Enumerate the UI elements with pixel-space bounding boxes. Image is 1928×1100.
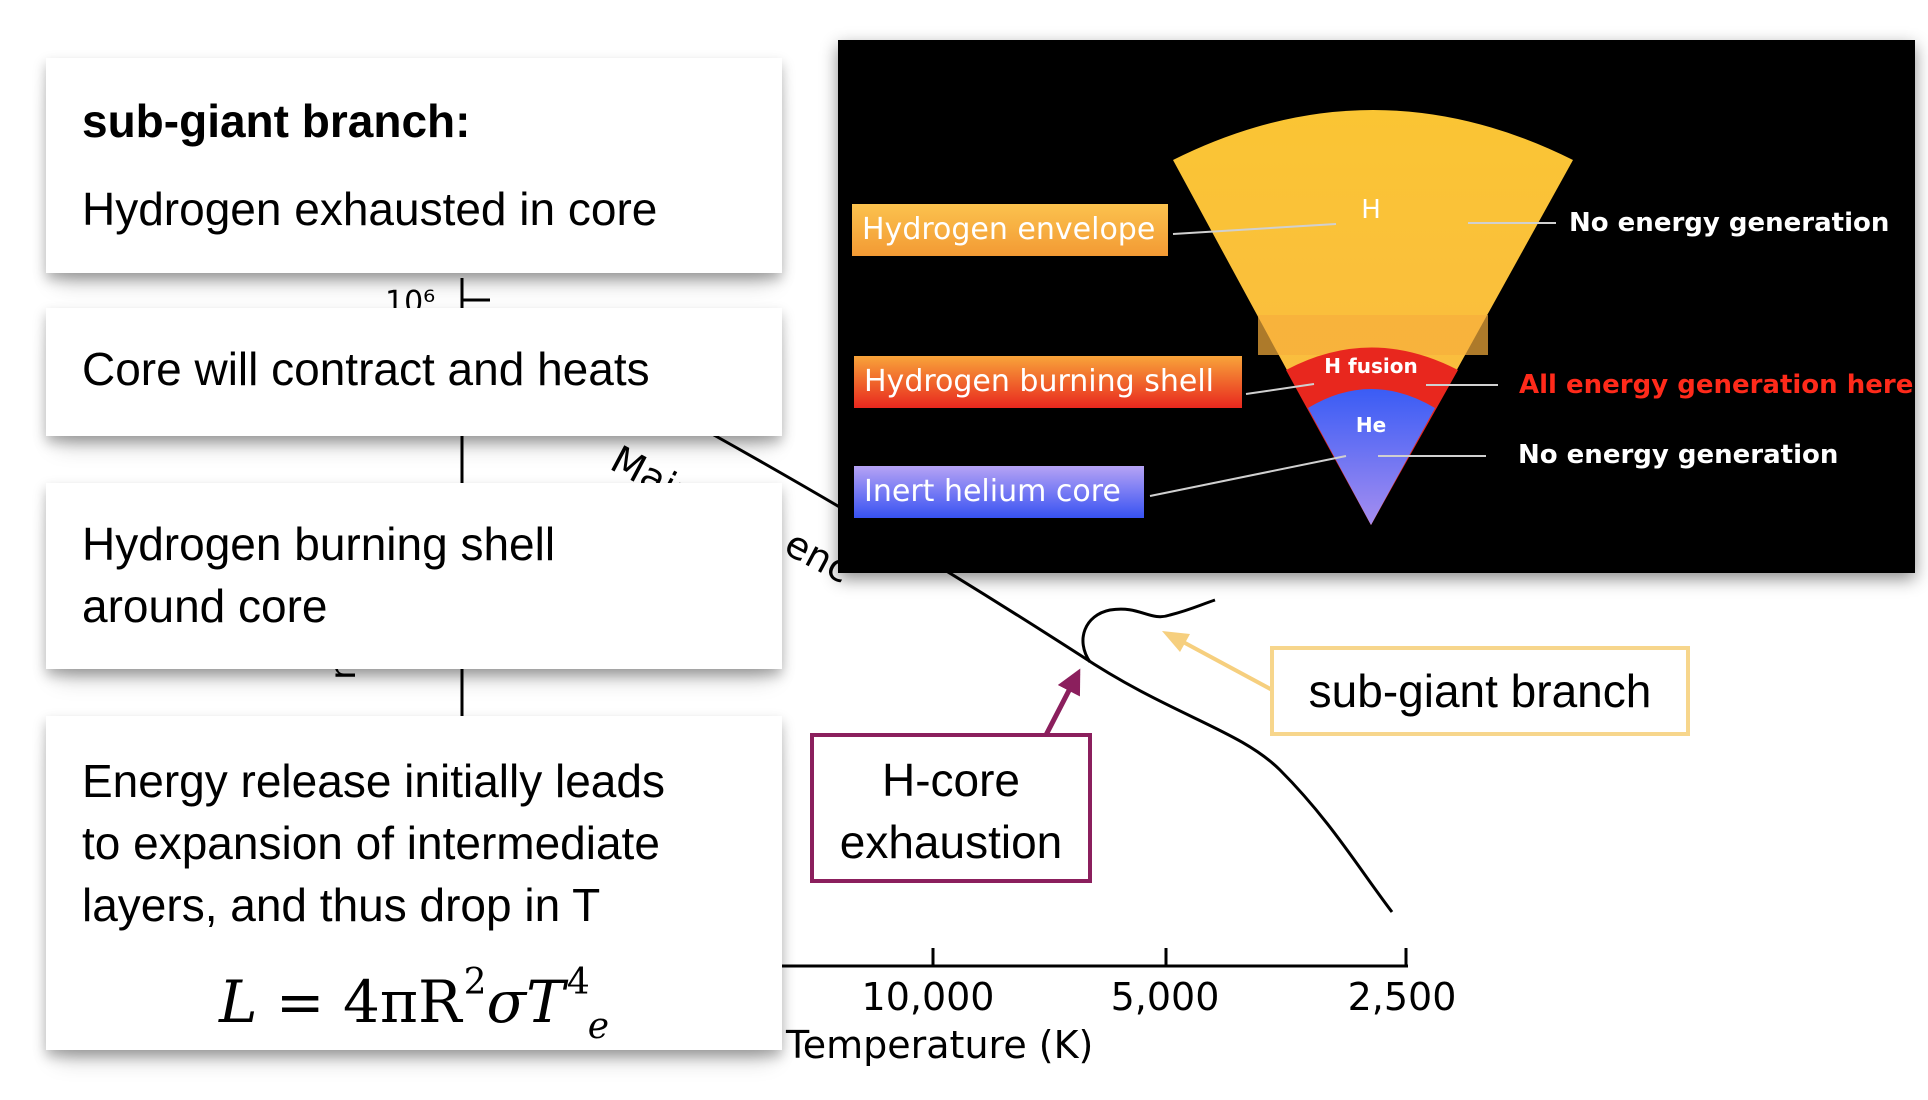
- region-label-he: He: [1356, 413, 1386, 437]
- subgiant-heading-card: sub-giant branch: Hydrogen exhausted in …: [46, 58, 782, 273]
- x-axis-label: Temperature (K): [785, 1023, 1093, 1067]
- card-text: Energy release initially leads: [82, 755, 665, 807]
- x-tick-label: 10,000: [862, 975, 995, 1019]
- region-label-h: H: [1361, 195, 1381, 225]
- x-tick-label: 2,500: [1348, 975, 1457, 1019]
- region-label-h-fusion: H fusion: [1324, 354, 1417, 378]
- core-contract-card: Core will contract and heats: [46, 308, 782, 436]
- card-text: Hydrogen burning shell: [82, 518, 556, 570]
- x-tick-label: 5,000: [1111, 975, 1220, 1019]
- star-structure-inset: H H fusion He Hydrogen envelope Hydrogen…: [838, 40, 1915, 573]
- subgiant-track: [1081, 598, 1216, 663]
- star-cross-section: H H fusion He: [1149, 110, 1573, 525]
- card-text: Hydrogen exhausted in core: [82, 183, 658, 235]
- hydrogen-envelope-label: Hydrogen envelope: [852, 204, 1168, 256]
- callout-line: H-core: [881, 754, 1021, 806]
- hcore-arrow: [1043, 668, 1081, 737]
- hydrogen-shell-label: Hydrogen burning shell: [854, 356, 1242, 408]
- helium-core-label: Inert helium core: [854, 466, 1144, 518]
- burning-shell-card: Hydrogen burning shell around core: [46, 483, 782, 669]
- card-text: Core will contract and heats: [82, 343, 650, 395]
- helium-core-region: [1308, 389, 1435, 525]
- card-text: around core: [82, 580, 328, 632]
- luminosity-formula: L = 4πR2σT4e: [218, 962, 610, 1047]
- energy-release-card: Energy release initially leads to expans…: [46, 716, 782, 1050]
- no-energy-bottom-label: No energy generation: [1518, 440, 1839, 470]
- card-text: layers, and thus drop in T: [82, 879, 601, 931]
- subgiant-branch-callout: sub-giant branch: [1270, 646, 1690, 736]
- all-energy-label: All energy generation here: [1519, 370, 1914, 400]
- card-text: to expansion of intermediate: [82, 817, 660, 869]
- subgiant-arrow: [1162, 631, 1277, 694]
- card-heading: sub-giant branch:: [82, 95, 471, 147]
- hcore-exhaustion-callout: H-core exhaustion: [810, 733, 1092, 883]
- callout-line: exhaustion: [839, 816, 1063, 868]
- no-energy-top-label: No energy generation: [1569, 208, 1890, 238]
